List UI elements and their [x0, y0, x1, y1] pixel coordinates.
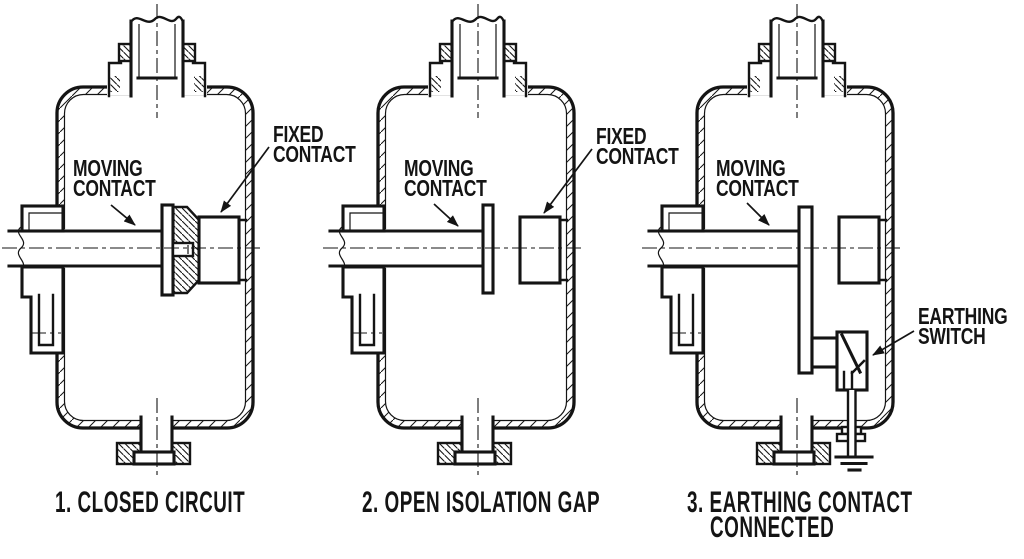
arrow-moving-contact-3 [746, 202, 770, 226]
caption-open-isolation-gap: 2. OPEN ISOLATION GAP [362, 486, 601, 519]
arrow-moving-contact-2 [433, 203, 459, 227]
arrow-fixed-contact-2 [543, 148, 593, 214]
label-fixed-contact-2: FIXED CONTACT [596, 123, 679, 169]
caption-earthing-connected: 3. EARTHING CONTACT CONNECTED [687, 486, 913, 544]
label-earthing-switch: EARTHING SWITCH [918, 303, 1008, 349]
caption-closed-circuit: 1. CLOSED CIRCUIT [55, 486, 246, 519]
label-fixed-contact-1: FIXED CONTACT [273, 121, 356, 167]
label-moving-contact-3: MOVING CONTACT [716, 155, 799, 201]
arrow-moving-contact-1 [110, 204, 136, 226]
leader-arrows [110, 146, 915, 356]
open-contact-plate [481, 203, 495, 295]
label-moving-contact-1: MOVING CONTACT [73, 155, 156, 201]
arrow-fixed-contact-1 [220, 146, 270, 213]
closed-contact-assembly [160, 203, 201, 297]
earthing-blade [839, 332, 863, 375]
arrow-earthing-switch [872, 330, 915, 356]
earth-symbol [834, 455, 874, 472]
earthing-switch-assembly [797, 205, 874, 472]
tank-outline-1 [7, 14, 255, 466]
label-moving-contact-2: MOVING CONTACT [404, 155, 487, 201]
tank-outline-2 [328, 14, 576, 466]
